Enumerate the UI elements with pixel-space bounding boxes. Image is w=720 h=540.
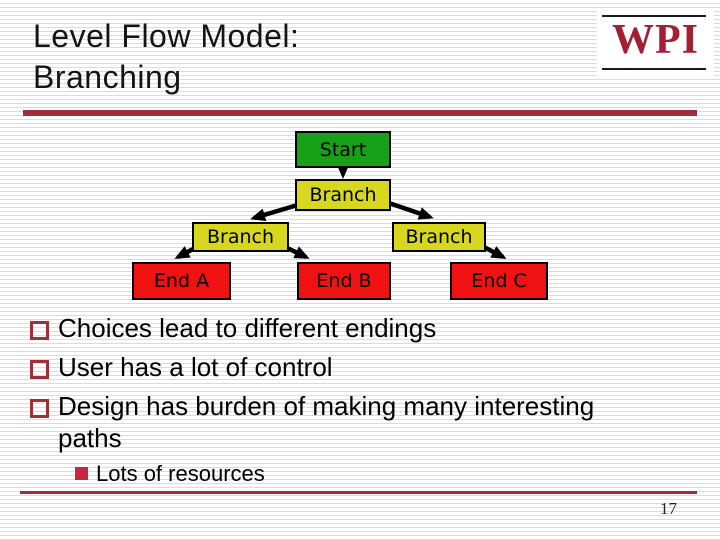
arrow-branch1-branch2: [250, 201, 302, 222]
sub-bullet-text: Lots of resources: [96, 461, 265, 486]
node-label: Start: [319, 138, 367, 161]
logo-bottom-rule: [602, 68, 706, 70]
slide-title-line1: Level Flow Model:: [33, 18, 300, 54]
logo-top-rule: [602, 15, 706, 17]
list-item: User has a lot of control: [30, 351, 660, 383]
arrow-branch1-branch3: [385, 199, 434, 220]
footer-rule: [20, 491, 697, 494]
node-label: Branch: [309, 184, 377, 206]
diagram-node-branch-right: Branch: [392, 222, 486, 252]
bullet-text: User has a lot of control: [58, 352, 333, 382]
slide-title: Level Flow Model: Branching: [33, 16, 299, 98]
title-underline-rule: [23, 110, 697, 116]
bullet-list: Choices lead to different endings User h…: [30, 312, 660, 487]
node-label: End B: [316, 270, 372, 292]
list-item: Design has burden of making many interes…: [30, 390, 660, 454]
diagram-node-end-b: End B: [297, 262, 391, 300]
diagram-node-start: Start: [295, 131, 391, 168]
diagram-node-end-c: End C: [450, 262, 548, 300]
bullet-square-icon: [30, 360, 49, 379]
diagram-node-branch-left: Branch: [192, 222, 289, 252]
sub-list-item: Lots of resources: [75, 461, 660, 487]
slide-title-line2: Branching: [33, 59, 182, 95]
node-label: End A: [153, 270, 210, 292]
wpi-logo: WPI: [597, 9, 714, 76]
diagram-node-end-a: End A: [132, 262, 231, 300]
node-label: End C: [471, 270, 527, 292]
bullet-square-icon: [30, 399, 49, 418]
node-label: Branch: [405, 226, 473, 248]
diagram-node-branch-top: Branch: [295, 179, 391, 211]
node-label: Branch: [206, 226, 275, 248]
list-item: Choices lead to different endings: [30, 312, 660, 344]
logo-text: WPI: [612, 17, 699, 63]
bullet-text: Choices lead to different endings: [58, 313, 437, 343]
bullet-square-icon: [30, 321, 49, 340]
bullet-text: Design has burden of making many interes…: [58, 391, 595, 453]
sub-bullet-square-icon: [75, 467, 88, 480]
page-number: 17: [660, 499, 677, 518]
